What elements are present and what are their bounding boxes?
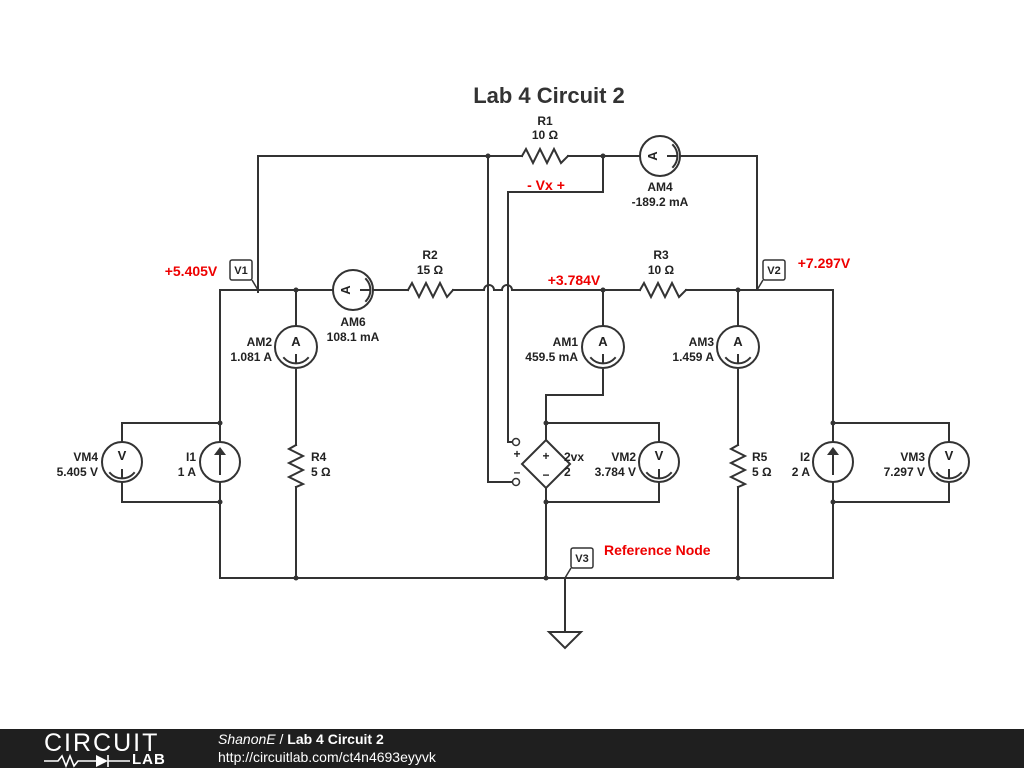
footer-separator: /	[275, 731, 288, 747]
probe-v3: V3	[564, 547, 594, 579]
vx-label: - Vx +	[527, 177, 565, 193]
circuit-title[interactable]: Lab 4 Circuit 2	[287, 731, 384, 747]
diagram-title: Lab 4 Circuit 2	[473, 83, 625, 108]
v1-voltage: +5.405V	[165, 263, 218, 279]
svg-text:−: −	[542, 468, 549, 482]
r5-value: 5 Ω	[752, 465, 772, 479]
waveform-icon	[44, 753, 130, 769]
ammeter-am2: A	[274, 325, 318, 369]
current-source-i1	[199, 441, 241, 483]
svg-text:V: V	[945, 448, 954, 463]
am2-name: AM2	[247, 335, 273, 349]
voltmeter-vm4: V	[101, 441, 143, 483]
junction-dots	[217, 153, 836, 581]
svg-text:+: +	[542, 449, 549, 463]
logo-lab-text: LAB	[132, 751, 166, 768]
circuitlab-logo-sub: LAB	[44, 751, 184, 769]
svg-text:V1: V1	[234, 265, 247, 277]
vm3-value: 7.297 V	[884, 465, 925, 479]
i1-name: I1	[186, 450, 196, 464]
ammeter-am6: A	[332, 269, 374, 311]
dep-source-gain: 2	[564, 465, 571, 479]
r1-name: R1	[537, 114, 553, 128]
r3-value: 10 Ω	[648, 263, 675, 277]
svg-text:A: A	[338, 285, 353, 295]
am1-name: AM1	[553, 335, 579, 349]
svg-text:–: –	[514, 465, 521, 479]
svg-text:A: A	[598, 334, 608, 349]
wires	[121, 155, 950, 650]
svg-text:V: V	[655, 448, 664, 463]
ammeter-am4: A	[639, 135, 681, 177]
am4-value: -189.2 mA	[632, 195, 689, 209]
r2-name: R2	[422, 248, 438, 262]
am6-name: AM6	[340, 315, 366, 329]
footer-bar: CIRCUIT LAB ShanonE / Lab 4 Circuit 2 ht…	[0, 729, 1024, 769]
ammeter-am3: A	[716, 325, 760, 369]
v2-voltage: +7.297V	[798, 255, 851, 271]
probe-v2: V2	[756, 259, 786, 291]
svg-text:A: A	[291, 334, 301, 349]
author-link[interactable]: ShanonE	[218, 731, 276, 747]
ammeter-am1: A	[581, 325, 625, 369]
am4-name: AM4	[647, 180, 673, 194]
vm4-value: 5.405 V	[57, 465, 98, 479]
i1-value: 1 A	[178, 465, 197, 479]
r2-value: 15 Ω	[417, 263, 444, 277]
r1-value: 10 Ω	[532, 128, 559, 142]
dep-source-name: 2vx	[564, 450, 584, 464]
r4-value: 5 Ω	[311, 465, 331, 479]
i2-value: 2 A	[792, 465, 811, 479]
svg-text:A: A	[645, 151, 660, 161]
dependent-voltage-source: + −	[520, 438, 572, 490]
vm4-name: VM4	[73, 450, 98, 464]
footer-heading: ShanonE / Lab 4 Circuit 2	[218, 731, 384, 748]
am2-value: 1.081 A	[230, 350, 272, 364]
vm2-value: 3.784 V	[595, 465, 636, 479]
resistor-r5	[728, 443, 748, 489]
current-source-i2	[812, 441, 854, 483]
am3-name: AM3	[689, 335, 715, 349]
am1-value: 459.5 mA	[525, 350, 578, 364]
svg-text:+: +	[513, 447, 520, 461]
probe-v1: V1	[229, 259, 259, 291]
i2-name: I2	[800, 450, 810, 464]
svg-text:V2: V2	[767, 265, 780, 277]
circuit-url[interactable]: http://circuitlab.com/ct4n4693eyyvk	[218, 749, 436, 765]
vm2-name: VM2	[611, 450, 636, 464]
control-terminals: + –	[511, 437, 521, 487]
vm3-name: VM3	[900, 450, 925, 464]
reference-node-label: Reference Node	[604, 542, 711, 558]
r3-name: R3	[653, 248, 669, 262]
am6-value: 108.1 mA	[327, 330, 380, 344]
r4-name: R4	[311, 450, 327, 464]
resistor-r1	[520, 146, 570, 166]
svg-text:A: A	[733, 334, 743, 349]
resistor-r3	[638, 280, 688, 300]
svg-text:V3: V3	[575, 553, 588, 565]
resistor-r4	[286, 443, 306, 489]
mid-voltage: +3.784V	[548, 272, 601, 288]
voltmeter-vm3: V	[928, 441, 970, 483]
schematic: A A A A A V V V	[57, 83, 970, 650]
am3-value: 1.459 A	[672, 350, 714, 364]
svg-text:V: V	[118, 448, 127, 463]
resistor-r2	[406, 280, 455, 300]
voltmeter-vm2: V	[638, 441, 680, 483]
r5-name: R5	[752, 450, 768, 464]
circuitlab-logo[interactable]: CIRCUIT	[44, 729, 160, 757]
